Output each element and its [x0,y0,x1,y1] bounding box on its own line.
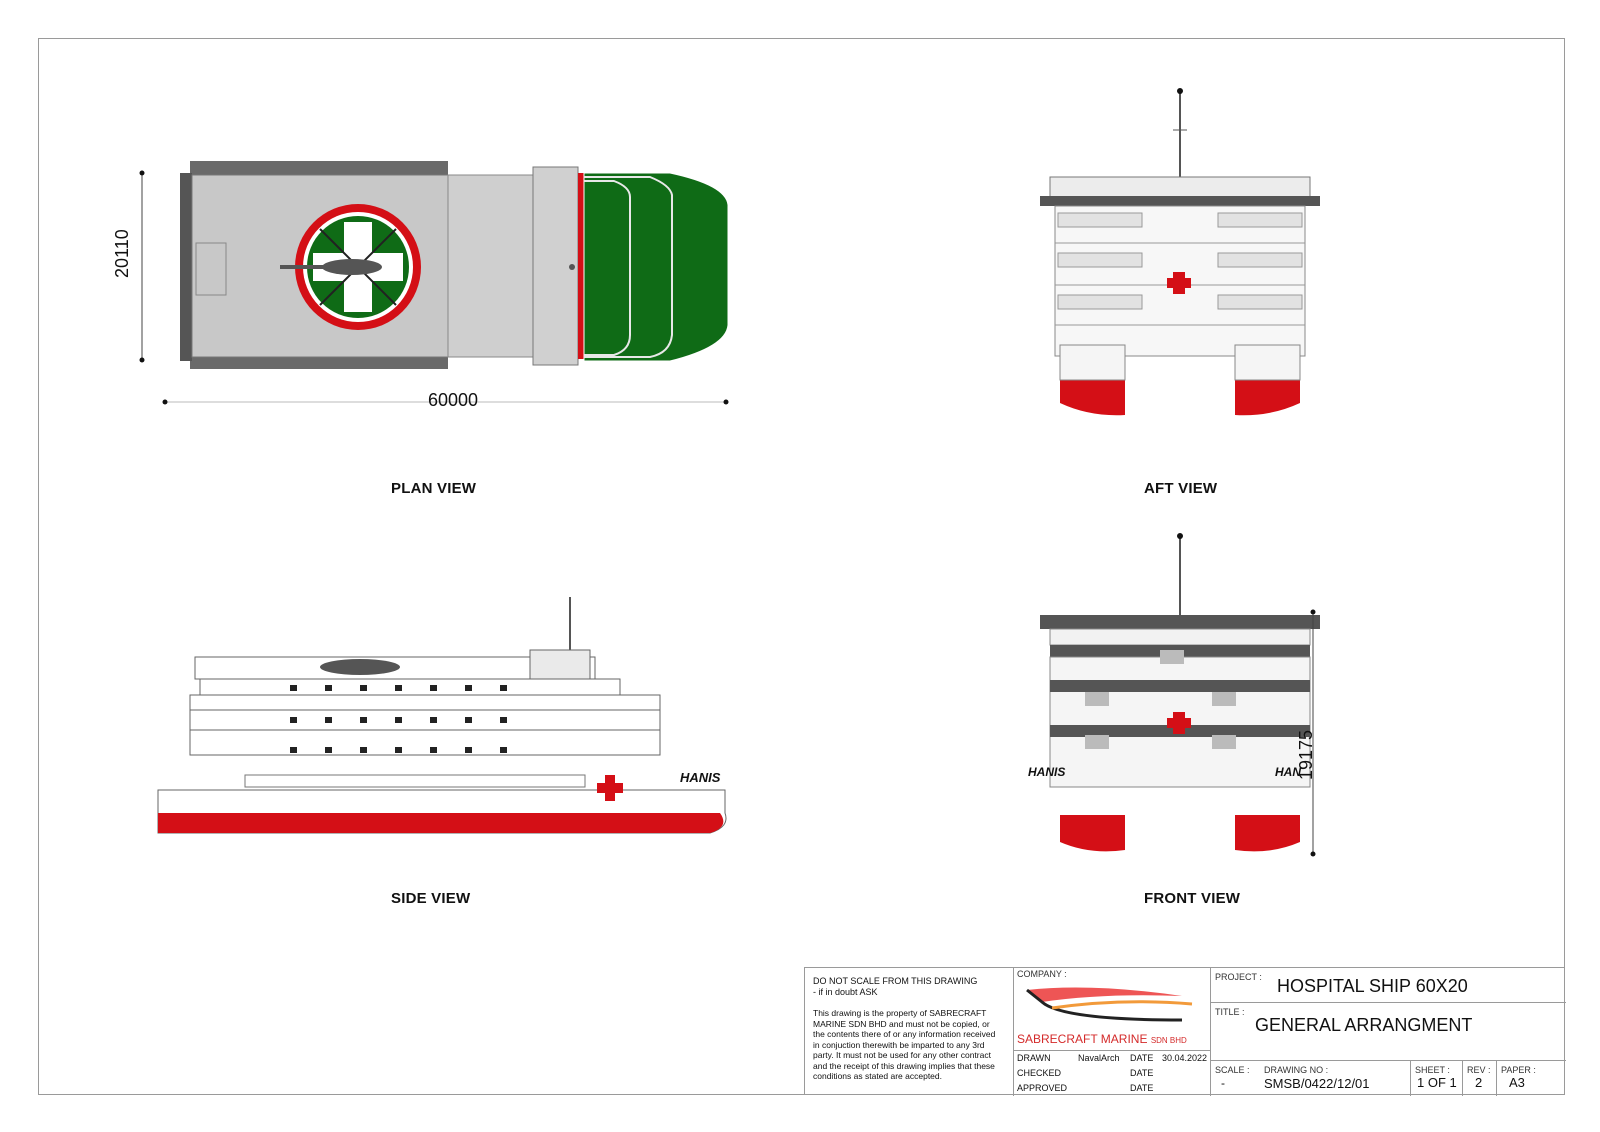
rev-label: REV : [1467,1065,1491,1075]
drawing-no-value: SMSB/0422/12/01 [1264,1076,1370,1091]
drawing-title: GENERAL ARRANGMENT [1255,1015,1473,1035]
approved-label: APPROVED [1017,1083,1068,1093]
drawn-date: 30.04.2022 [1162,1053,1208,1063]
company-cell: COMPANY : SABRECRAFT MARINE SDN BHD [1013,968,1210,1050]
plan-beam-dimension: 20110 [112,229,132,278]
drawing-no-cell: DRAWING NO : SMSB/0422/12/01 [1260,1060,1410,1096]
project-cell: PROJECT : HOSPITAL SHIP 60X20 [1210,968,1566,1002]
warning-line-1: DO NOT SCALE FROM THIS DRAWING [813,976,978,986]
property-notice: This drawing is the property of SABRECRA… [813,1008,996,1081]
side-view-label: SIDE VIEW [391,890,471,907]
company-suffix: SDN BHD [1150,1036,1187,1045]
sheet-cell: SHEET : 1 OF 1 [1410,1060,1462,1096]
drawn-by: NavalArch [1078,1053,1120,1063]
side-ship-name: HANIS [680,770,721,785]
project-label: PROJECT : [1215,972,1262,982]
company-name: SABRECRAFT MARINE SDN BHD [1017,1032,1187,1046]
drawing-no-label: DRAWING NO : [1264,1065,1329,1075]
scale-label: SCALE : [1215,1065,1250,1075]
front-height-dimension: 19175 [1296,729,1316,780]
paper-label: PAPER : [1501,1065,1536,1075]
company-name-text: SABRECRAFT MARINE [1017,1032,1148,1046]
sheet-label: SHEET : [1415,1065,1450,1075]
title-block: DO NOT SCALE FROM THIS DRAWING - if in d… [804,967,1566,1096]
drawing-sheet-border [38,38,1565,1095]
front-view-label: FRONT VIEW [1144,890,1241,907]
aft-view-drawing [1040,88,1320,416]
approved-date-label: DATE [1130,1083,1154,1093]
title-cell: TITLE : GENERAL ARRANGMENT [1210,1002,1566,1060]
company-logo [1026,987,1193,1022]
title-label: TITLE : [1215,1007,1245,1017]
scale-cell: SCALE : - [1210,1060,1260,1096]
company-label: COMPANY : [1017,969,1067,979]
plan-length-dimension: 60000 [428,390,479,410]
sheet-value: 1 OF 1 [1417,1075,1457,1090]
front-ship-name-left: HANIS [1028,765,1066,779]
paper-cell: PAPER : A3 [1496,1060,1566,1096]
checked-label: CHECKED [1017,1068,1062,1078]
warning-cell: DO NOT SCALE FROM THIS DRAWING - if in d… [813,976,1003,1082]
side-view-drawing [157,597,727,834]
front-ship-name-right: HAN [1275,765,1301,779]
plan-view-label: PLAN VIEW [391,480,477,497]
rev-cell: REV : 2 [1462,1060,1496,1096]
plan-view-drawing [139,161,729,405]
scale-value: - [1221,1076,1225,1090]
project-name: HOSPITAL SHIP 60X20 [1277,976,1468,996]
checked-date-label: DATE [1130,1068,1154,1078]
aft-view-label: AFT VIEW [1144,480,1218,497]
paper-value: A3 [1509,1075,1525,1090]
front-view-drawing [1040,533,1320,857]
warning-line-2: - if in doubt ASK [813,987,878,997]
drawn-label: DRAWN [1017,1053,1051,1063]
sign-rows: DRAWN NavalArch DATE 30.04.2022 CHECKED … [1013,1050,1210,1096]
drawn-date-label: DATE [1130,1053,1154,1063]
rev-value: 2 [1475,1075,1483,1090]
